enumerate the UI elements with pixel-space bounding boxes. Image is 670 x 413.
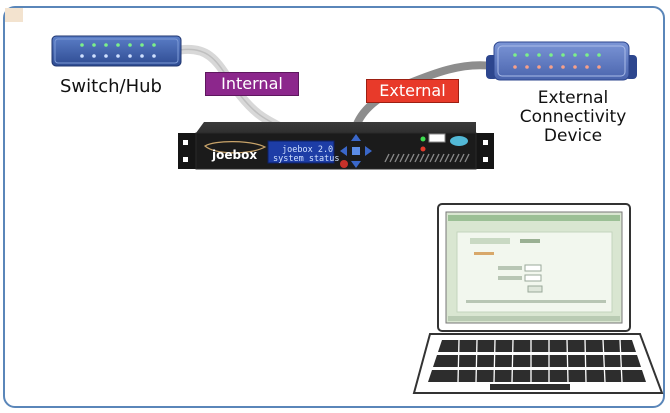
joebox-logo-swoosh (203, 141, 267, 154)
laptop-screen-content (448, 215, 620, 321)
frame-corner-tab (5, 8, 23, 22)
external-link-tag: External (366, 79, 459, 103)
power-led-icon (420, 133, 468, 152)
switch-hub-label: Switch/Hub (60, 76, 162, 97)
lcd-screen (267, 140, 335, 164)
external-device-label: External Connectivity Device (505, 89, 641, 146)
external-connectivity-device (486, 41, 637, 81)
device-leds (513, 53, 601, 69)
joebox-logo-text: joebox (212, 148, 258, 162)
lcd-line-2: system status (273, 154, 340, 164)
keyboard-icon (428, 339, 646, 390)
internal-link-tag: Internal (205, 72, 299, 96)
joebox-appliance (178, 122, 494, 170)
external-device-label-line-3: Device (543, 126, 603, 146)
switch-port-leds (80, 43, 156, 58)
navigation-pad-icon (340, 134, 372, 168)
external-device-label-line-2: Connectivity (519, 107, 627, 127)
switch-hub-device (51, 35, 182, 67)
external-device-label-line-1: External (537, 88, 609, 108)
lcd-line-1: joebox 2.0 (282, 145, 334, 155)
vent-grille (384, 153, 470, 163)
